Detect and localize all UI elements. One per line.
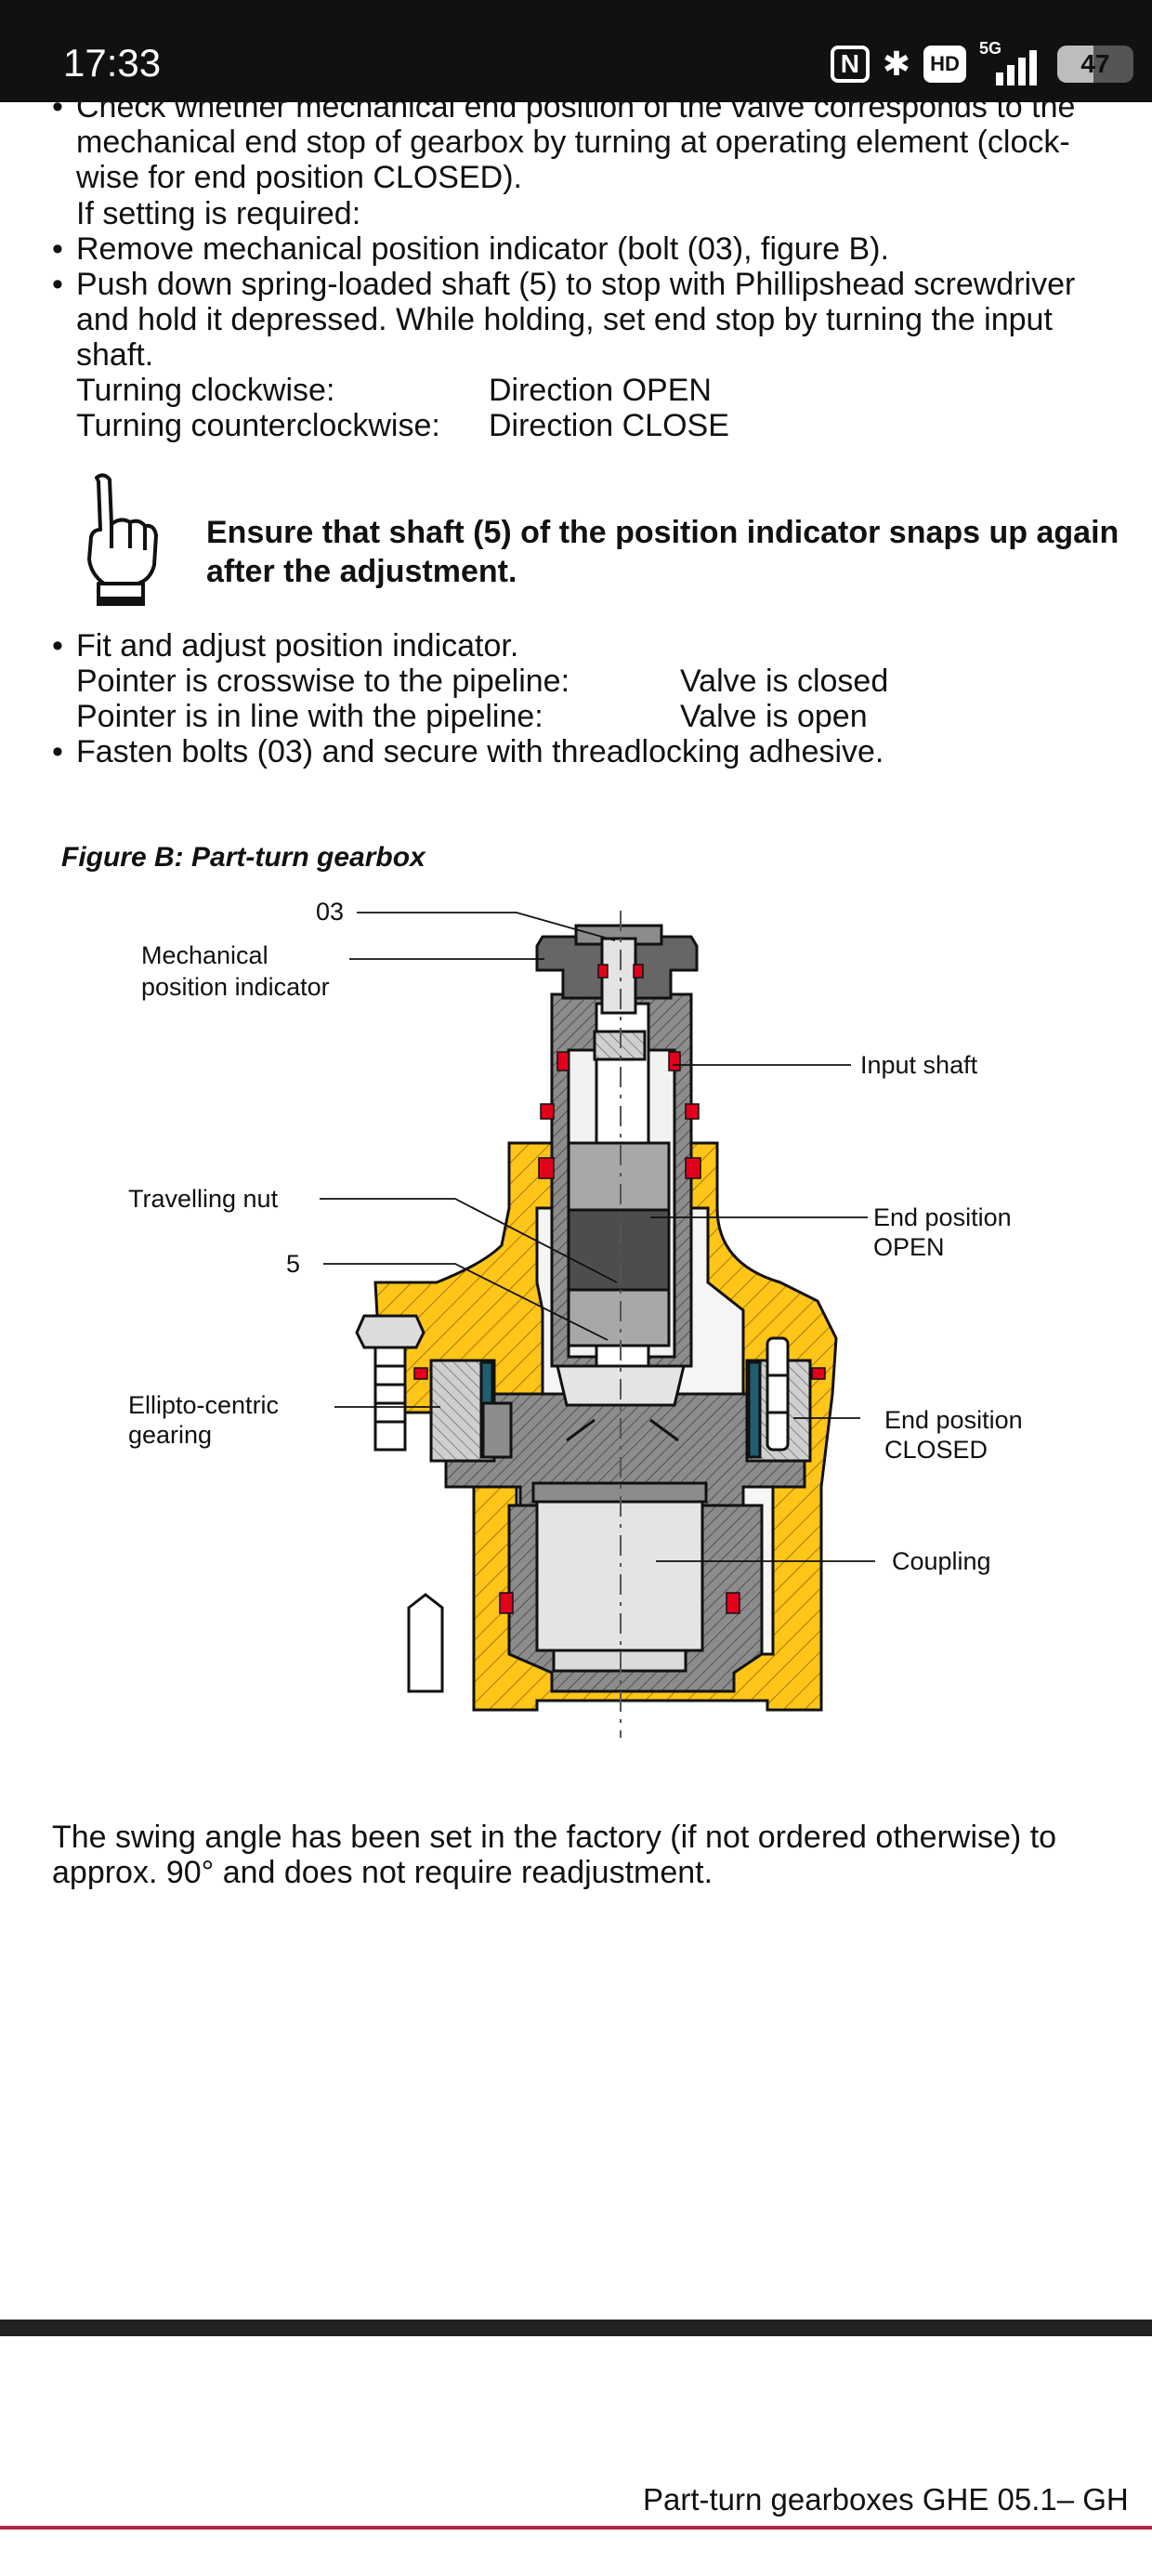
callout-03: 03 xyxy=(316,898,345,926)
push-line-3: shaft. xyxy=(76,337,154,373)
fit-line: Fit and adjust position indicator. xyxy=(76,628,519,664)
callout-end-closed-1: End position xyxy=(884,1406,1023,1434)
note-line-1: Ensure that shaft (5) of the position in… xyxy=(206,515,1119,550)
signal-5g-icon: 5G xyxy=(979,39,1044,85)
housing-bolt xyxy=(355,1314,425,1452)
check-line-1: Check whether mechanical end position of… xyxy=(76,89,1076,125)
fasten-line: Fasten bolts (03) and secure with thread… xyxy=(76,734,884,769)
bluetooth-icon: ✱ xyxy=(882,45,910,83)
note-line-2: after the adjustment. xyxy=(206,554,517,589)
bullet: • xyxy=(52,267,63,302)
callout-end-closed-2: CLOSED xyxy=(884,1436,988,1464)
bullet: • xyxy=(52,628,63,664)
hd-icon: HD xyxy=(923,46,966,83)
push-line-1: Push down spring-loaded shaft (5) to sto… xyxy=(76,267,1076,302)
footer-accent-line xyxy=(0,2526,1152,2530)
callout-mechanical-1: Mechanical xyxy=(141,941,268,969)
check-line-3: wise for end position CLOSED). xyxy=(76,160,522,195)
status-time: 17:33 xyxy=(63,41,162,85)
travelling-nut-part xyxy=(556,1141,686,1407)
callout-input-shaft: Input shaft xyxy=(860,1051,978,1079)
callout-travelling-nut: Travelling nut xyxy=(128,1185,279,1213)
footer-title: Part-turn gearboxes GHE 05.1– GH xyxy=(643,2482,1129,2517)
remove-line: Remove mechanical position indicator (bo… xyxy=(76,231,889,267)
leader-lines xyxy=(320,912,875,1562)
pointer-inline-label: Pointer is in line with the pipeline: xyxy=(76,699,543,734)
valve-closed-value: Valve is closed xyxy=(680,664,889,699)
dir-open-value: Direction OPEN xyxy=(489,373,712,408)
bore xyxy=(407,1593,444,1693)
page-separator xyxy=(0,2320,1152,2336)
if-setting-line: If setting is required: xyxy=(76,196,361,231)
nfc-icon: N xyxy=(830,46,870,83)
callout-ellipto-1: Ellipto-centric xyxy=(128,1391,280,1419)
battery-fill xyxy=(1057,46,1093,83)
callout-5: 5 xyxy=(286,1250,301,1278)
callout-end-open-1: End position xyxy=(873,1203,1012,1231)
figure-title: Figure B: Part-turn gearbox xyxy=(61,842,425,873)
pointer-cross-label: Pointer is crosswise to the pipeline: xyxy=(76,664,570,699)
end-stop-pin xyxy=(766,1336,790,1452)
position-indicator-cap xyxy=(535,924,699,1061)
seals xyxy=(413,964,826,1614)
gearbox-cross-section xyxy=(320,911,875,1738)
pointing-hand-icon xyxy=(87,473,158,606)
turn-ccw-label: Turning counterclockwise: xyxy=(76,408,440,443)
battery-level: 47 xyxy=(1080,49,1110,78)
status-bar: 17:33 N ✱ HD 5G 47 xyxy=(0,0,1152,102)
battery-icon: 47 xyxy=(1057,46,1133,83)
spring xyxy=(566,1418,679,1442)
turn-cw-label: Turning clockwise: xyxy=(76,373,335,408)
check-line-2: mechanical end stop of gearbox by turnin… xyxy=(76,125,1070,160)
callout-mechanical-2: position indicator xyxy=(141,973,330,1001)
swing-line-2: approx. 90° and does not require readjus… xyxy=(52,1855,713,1890)
network-label: 5G xyxy=(979,39,1002,58)
status-icons: N ✱ HD 5G 47 xyxy=(830,39,1133,87)
callout-end-open-2: OPEN xyxy=(873,1233,945,1261)
callout-coupling: Coupling xyxy=(892,1547,991,1575)
bullet: • xyxy=(52,734,63,769)
callout-ellipto-2: gearing xyxy=(128,1421,213,1449)
bullet: • xyxy=(52,231,63,267)
valve-open-value: Valve is open xyxy=(680,699,868,734)
swing-line-1: The swing angle has been set in the fact… xyxy=(52,1820,1057,1855)
push-line-2: and hold it depressed. While holding, se… xyxy=(76,302,1053,337)
dir-close-value: Direction CLOSE xyxy=(489,408,729,443)
bullet: • xyxy=(52,89,63,125)
